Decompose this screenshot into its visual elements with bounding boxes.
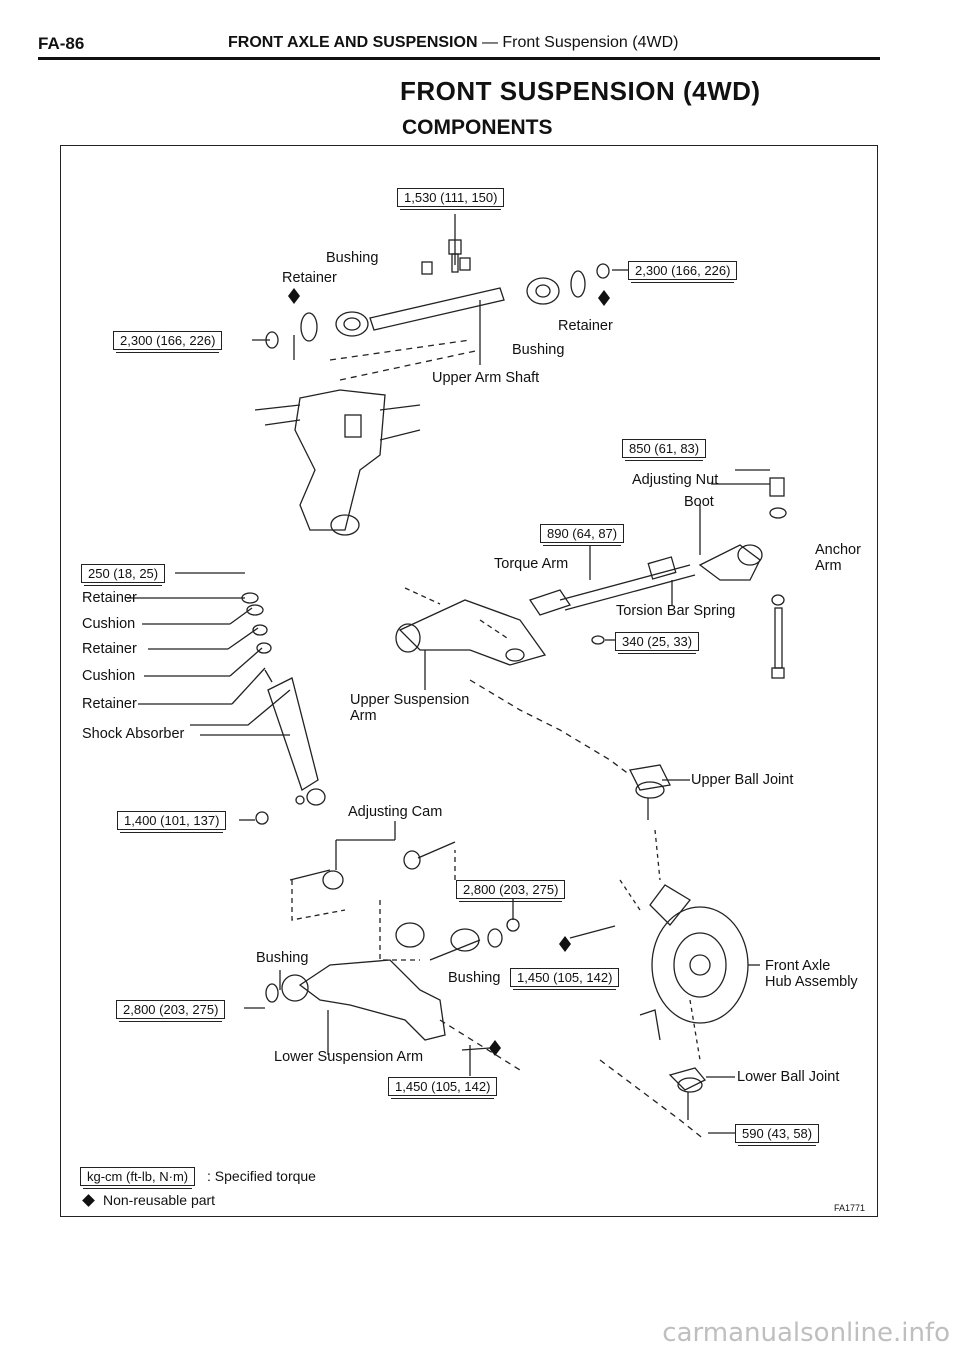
torque-1400: 1,400 (101, 137) — [117, 811, 227, 833]
label-adjusting-cam: Adjusting Cam — [348, 804, 443, 820]
page-header: FA-86 FRONT AXLE AND SUSPENSION — Front … — [38, 32, 880, 56]
diamond-icon — [82, 1194, 95, 1207]
label-retainer-top: Retainer — [282, 270, 337, 286]
label-adjusting-nut: Adjusting Nut — [632, 472, 719, 488]
torque-1450-bottom: 1,450 (105, 142) — [388, 1077, 498, 1099]
torque-2800-left: 2,800 (203, 275) — [116, 1000, 226, 1022]
lower-suspension-arm — [244, 896, 521, 1076]
torque-590: 590 (43, 58) — [735, 1124, 820, 1146]
label-torsion-bar-spring: Torsion Bar Spring — [616, 603, 736, 619]
torque-890: 890 (64, 87) — [540, 524, 625, 546]
header-rule — [38, 57, 880, 60]
legend-unit-box: kg-cm (ft-lb, N·m) — [80, 1167, 196, 1186]
front-axle-hub — [569, 879, 760, 1041]
shock-absorber — [190, 669, 326, 806]
label-anchor-arm: Arm — [815, 558, 842, 574]
label-upper-arm-shaft: Upper Arm Shaft — [432, 370, 540, 386]
page-title: FRONT SUSPENSION (4WD) — [400, 76, 761, 106]
label-bushing-lower-mid: Bushing — [448, 970, 501, 986]
label-hub-assembly: Hub Assembly — [765, 974, 858, 990]
label-bushing-lower-left: Bushing — [256, 950, 309, 966]
torque-340: 340 (25, 33) — [615, 632, 700, 654]
label-torque-arm: Torque Arm — [494, 556, 569, 572]
nonreusable-markers — [288, 288, 610, 1056]
section-separator: — — [477, 34, 503, 51]
label-bushing-right: Bushing — [512, 342, 565, 358]
upper-suspension-arm — [395, 599, 631, 776]
legend-nonreusable-text: Non-reusable part — [103, 1192, 216, 1208]
legend-unit-desc: : Specified torque — [207, 1168, 316, 1184]
legend-specified-torque: kg-cm (ft-lb, N·m) : Specified torque — [80, 1167, 316, 1186]
frame-bracket — [254, 389, 421, 536]
label-lower-ball-joint: Lower Ball Joint — [737, 1069, 840, 1085]
torque-box-leaders — [239, 269, 628, 825]
upper-ball-joint — [629, 764, 690, 881]
label-anchor: Anchor — [815, 542, 861, 558]
torque-1530: 1,530 (111, 150) — [397, 188, 505, 210]
torque-850: 850 (61, 83) — [622, 439, 707, 461]
section-title: FRONT AXLE AND SUSPENSION — Front Suspen… — [228, 34, 678, 52]
lower-ball-joint — [599, 999, 735, 1141]
torque-arm-and-torsion-bar — [404, 469, 787, 679]
label-retainer-2: Retainer — [82, 641, 137, 657]
page-subtitle: COMPONENTS — [402, 116, 553, 139]
label-front-axle: Front Axle — [765, 958, 831, 974]
torque-2800-mid: 2,800 (203, 275) — [456, 880, 566, 902]
watermark: carmanualsonline.info — [662, 1318, 950, 1348]
left-stack-leaders — [127, 572, 272, 705]
label-upper-ball-joint: Upper Ball Joint — [691, 772, 794, 788]
label-bushing-top: Bushing — [326, 250, 379, 266]
torque-2300-right: 2,300 (166, 226) — [628, 261, 738, 283]
subsection-name: Front Suspension (4WD) — [502, 34, 679, 51]
torque-2300-left: 2,300 (166, 226) — [113, 331, 223, 353]
label-shock-absorber: Shock Absorber — [82, 726, 185, 742]
label-retainer-3: Retainer — [82, 696, 137, 712]
label-cushion-1: Cushion — [82, 616, 136, 632]
torque-250: 250 (18, 25) — [81, 564, 166, 586]
torque-1450-right: 1,450 (105, 142) — [510, 968, 620, 990]
diagram-frame — [60, 145, 878, 1217]
page-number: FA-86 — [38, 34, 85, 53]
section-name: FRONT AXLE AND SUSPENSION — [228, 34, 478, 51]
label-retainer-right: Retainer — [558, 318, 613, 334]
figure-code: FA1771 — [834, 1203, 866, 1213]
label-upper-suspension-arm: Arm — [350, 708, 377, 724]
legend-nonreusable: Non-reusable part — [80, 1192, 215, 1208]
adjusting-cam — [289, 821, 456, 961]
label-lower-suspension-arm: Lower Suspension Arm — [274, 1049, 424, 1065]
label-upper-suspension: Upper Suspension — [350, 692, 470, 708]
label-retainer-1: Retainer — [82, 590, 137, 606]
label-cushion-2: Cushion — [82, 668, 136, 684]
label-boot: Boot — [684, 494, 714, 510]
